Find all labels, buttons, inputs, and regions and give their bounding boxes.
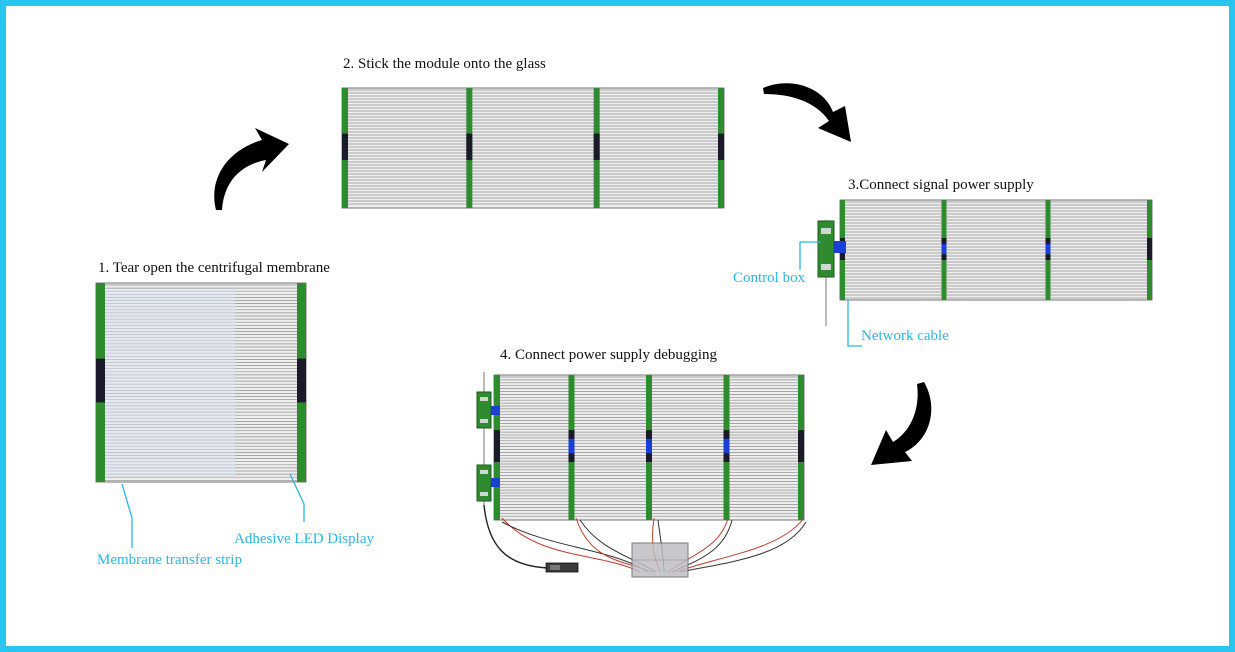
control-box-leader [799, 241, 821, 270]
membrane-strip [568, 375, 575, 520]
installation-diagram: 1. Tear open the centrifugal membrane Me… [95, 56, 1153, 578]
curved-arrow-icon [763, 83, 851, 142]
adhesive-display-leader [289, 473, 305, 522]
membrane-strip-leader [121, 483, 133, 548]
membrane-strip [646, 375, 652, 520]
membrane-strip [1045, 200, 1051, 300]
step-3-title: 3.Connect signal power supply [848, 177, 1034, 193]
step-4-title: 4. Connect power supply debugging [500, 347, 718, 363]
membrane-strip [297, 283, 306, 482]
membrane-strip [941, 200, 947, 300]
membrane-strip [494, 375, 500, 520]
step-4-control-box-top [476, 391, 500, 429]
step-1-title: 1. Tear open the centrifugal membrane [98, 260, 330, 276]
step-1-panel [95, 282, 307, 483]
step-3-panel [839, 199, 1153, 301]
membrane-strip [342, 88, 348, 208]
network-cable-label: Network cable [861, 328, 949, 344]
step-4-panel [493, 374, 805, 521]
membrane-strip [466, 88, 473, 208]
network-cable-leader [847, 300, 862, 347]
led-strip-lines [840, 201, 1152, 299]
membrane-strip [723, 375, 730, 520]
power-wires [501, 517, 807, 573]
step-3-group: 3.Connect signal power supply Control bo… [733, 177, 1153, 347]
peeling-membrane [105, 289, 236, 476]
membrane-strip [96, 283, 105, 482]
control-box-label: Control box [733, 270, 806, 286]
membrane-strip [1147, 200, 1152, 300]
step-2-panel [341, 87, 725, 209]
step-1-group: 1. Tear open the centrifugal membrane Me… [95, 260, 374, 568]
control-box [817, 220, 846, 278]
led-panel-body [341, 87, 725, 209]
diagram-frame: 1. Tear open the centrifugal membrane Me… [6, 6, 1229, 646]
step-3-connector [834, 241, 846, 253]
membrane-strip [798, 375, 804, 520]
power-cord [483, 504, 549, 569]
membrane-strip [593, 88, 600, 208]
curved-arrow-icon [871, 382, 932, 465]
power-adapter [545, 562, 579, 573]
step-4-group: 4. Connect power supply debugging [476, 347, 807, 578]
step-2-title: 2. Stick the module onto the glass [343, 56, 546, 72]
curved-arrow-icon [214, 128, 289, 210]
membrane-strip [718, 88, 724, 208]
power-supply-box [631, 542, 689, 578]
membrane-strip-label: Membrane transfer strip [97, 552, 242, 568]
step-4-control-box-bottom [476, 464, 500, 502]
adhesive-display-label: Adhesive LED Display [234, 531, 374, 547]
led-strip-lines [342, 89, 724, 205]
step-2-group: 2. Stick the module onto the glass [341, 56, 725, 209]
